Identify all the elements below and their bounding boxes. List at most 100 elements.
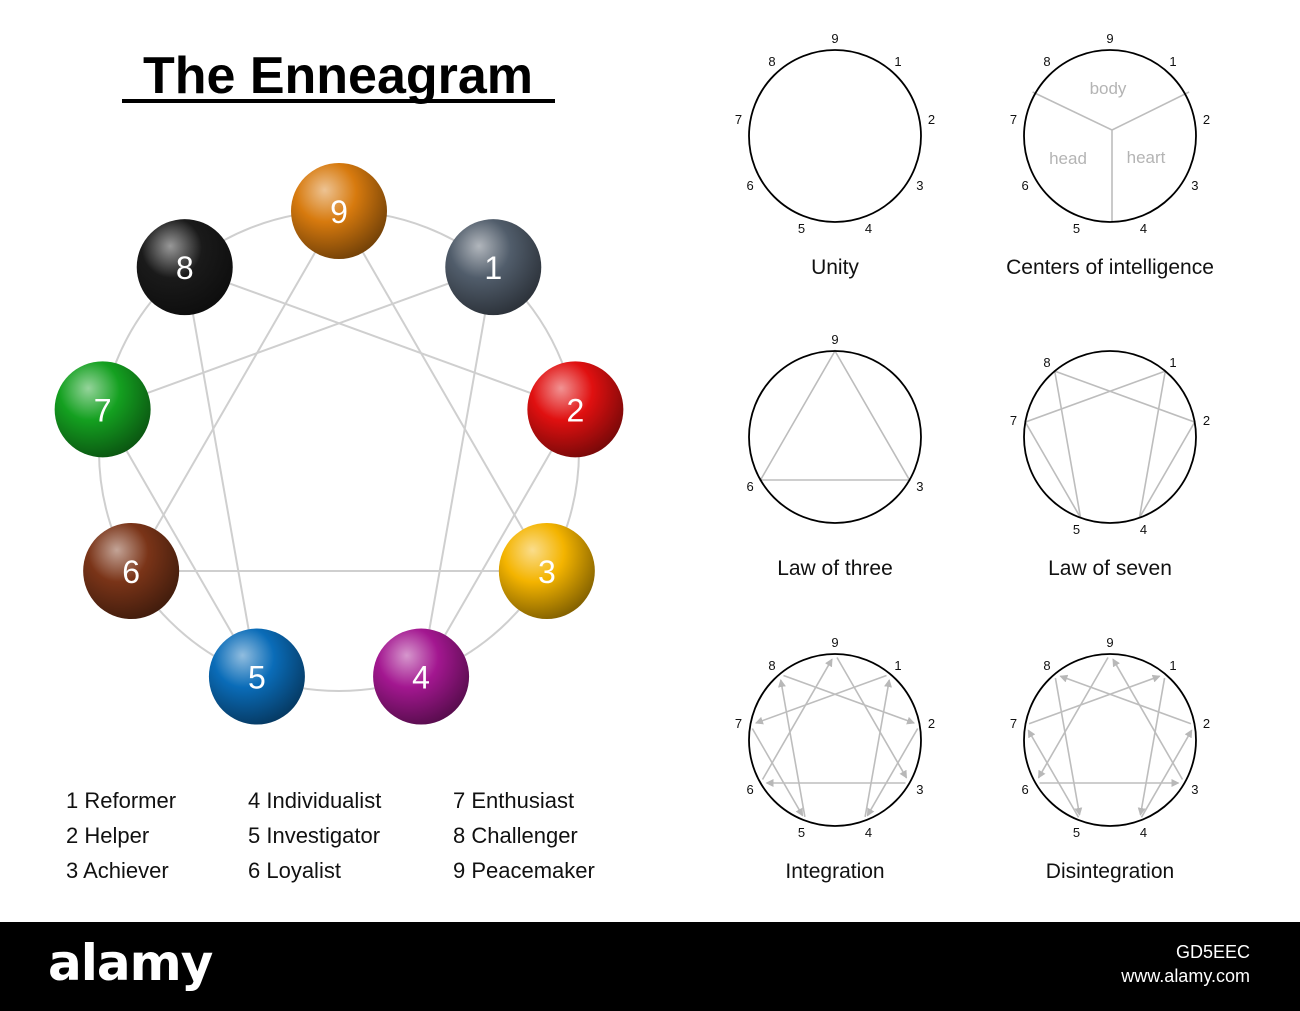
direction-arrow <box>751 728 804 817</box>
point-number: 8 <box>1043 54 1050 69</box>
type-number: 4 <box>412 660 430 696</box>
hexad-line <box>102 266 494 411</box>
triangle-line <box>130 210 340 572</box>
direction-arrow <box>866 728 919 817</box>
hexad-line <box>101 408 258 678</box>
type-number: 8 <box>176 250 194 286</box>
type-ball-2: 2 <box>527 361 624 458</box>
direction-arrow <box>1112 658 1184 780</box>
point-number: 3 <box>1191 782 1198 797</box>
point-number: 2 <box>1203 716 1210 731</box>
point-number: 4 <box>865 221 872 236</box>
point-number: 6 <box>747 178 754 193</box>
point-number: 9 <box>1106 31 1113 46</box>
type-ball-7: 7 <box>54 361 151 458</box>
triangle <box>759 349 911 481</box>
alamy-logo: alamy <box>48 934 213 992</box>
direction-arrow <box>783 674 915 725</box>
point-number: 7 <box>1010 716 1017 731</box>
point-number: 8 <box>768 658 775 673</box>
point-number: 1 <box>894 658 901 673</box>
point-number: 7 <box>1010 413 1017 428</box>
direction-arrow <box>1027 729 1080 818</box>
point-number: 6 <box>747 479 754 494</box>
point-number: 2 <box>1203 413 1210 428</box>
point-number: 9 <box>1106 635 1113 650</box>
hexad-line <box>420 266 495 677</box>
direction-arrow <box>1137 677 1166 816</box>
point-number: 3 <box>916 178 923 193</box>
point-number: 2 <box>928 112 935 127</box>
point-number: 2 <box>1203 112 1210 127</box>
type-ball-5: 5 <box>208 628 305 725</box>
type-number: 7 <box>94 392 112 428</box>
point-number: 8 <box>1043 355 1050 370</box>
watermark-footer: alamy GD5EEC www.alamy.com <box>0 922 1300 1011</box>
triangle-line <box>338 210 548 572</box>
point-number: 3 <box>916 479 923 494</box>
point-number: 5 <box>1073 825 1080 840</box>
direction-arrow <box>1037 657 1109 779</box>
point-number: 5 <box>1073 221 1080 236</box>
point-number: 5 <box>1073 522 1080 537</box>
point-number: 6 <box>1022 782 1029 797</box>
direction-arrow <box>1059 674 1192 725</box>
diagram-circle <box>748 49 922 223</box>
point-number: 6 <box>1022 178 1029 193</box>
point-number: 1 <box>1169 658 1176 673</box>
diagram-circle <box>1023 653 1197 827</box>
point-number: 1 <box>894 54 901 69</box>
point-number: 8 <box>1043 658 1050 673</box>
point-number: 3 <box>916 782 923 797</box>
diagram-caption: Law of seven <box>1048 557 1172 580</box>
type-ball-8: 8 <box>136 219 233 316</box>
image-id: GD5EEC <box>1175 942 1250 962</box>
type-ball-1: 1 <box>445 219 542 316</box>
hexad-line <box>183 266 258 677</box>
point-number: 8 <box>768 54 775 69</box>
type-number: 1 <box>484 250 502 286</box>
point-number: 7 <box>1010 112 1017 127</box>
hexad <box>1024 369 1196 519</box>
point-number: 2 <box>928 716 935 731</box>
center-label: heart <box>1127 148 1166 167</box>
direction-arrow <box>761 658 833 780</box>
hexad-line <box>184 266 576 411</box>
point-number: 7 <box>735 112 742 127</box>
type-ball-3: 3 <box>498 523 595 619</box>
type-number: 2 <box>566 392 584 428</box>
diagram-circle <box>1023 49 1197 223</box>
direction-arrow <box>755 674 887 725</box>
center-divider <box>1111 91 1190 131</box>
diagram-circle <box>748 350 922 524</box>
point-number: 6 <box>747 782 754 797</box>
point-number: 1 <box>1169 54 1176 69</box>
diagram-circle <box>748 653 922 827</box>
source-url: www.alamy.com <box>1121 966 1250 986</box>
point-number: 1 <box>1169 355 1176 370</box>
type-number: 6 <box>122 554 140 590</box>
type-ball-4: 4 <box>373 628 470 725</box>
point-number: 4 <box>865 825 872 840</box>
type-number: 5 <box>248 660 266 696</box>
diagram-circle <box>1023 350 1197 524</box>
diagram-caption: Integration <box>785 860 884 883</box>
direction-arrow <box>1028 674 1161 725</box>
diagram-caption: Unity <box>811 256 859 279</box>
direction-arrow <box>1054 677 1083 816</box>
diagram-caption: Disintegration <box>1046 860 1174 883</box>
direction-arrow <box>864 679 892 818</box>
direction-arrow <box>1140 729 1193 818</box>
diagram-caption: Centers of intelligence <box>1006 256 1214 279</box>
point-number: 9 <box>831 635 838 650</box>
point-number: 4 <box>1140 522 1147 537</box>
point-number: 3 <box>1191 178 1198 193</box>
hexad-line <box>420 408 577 678</box>
